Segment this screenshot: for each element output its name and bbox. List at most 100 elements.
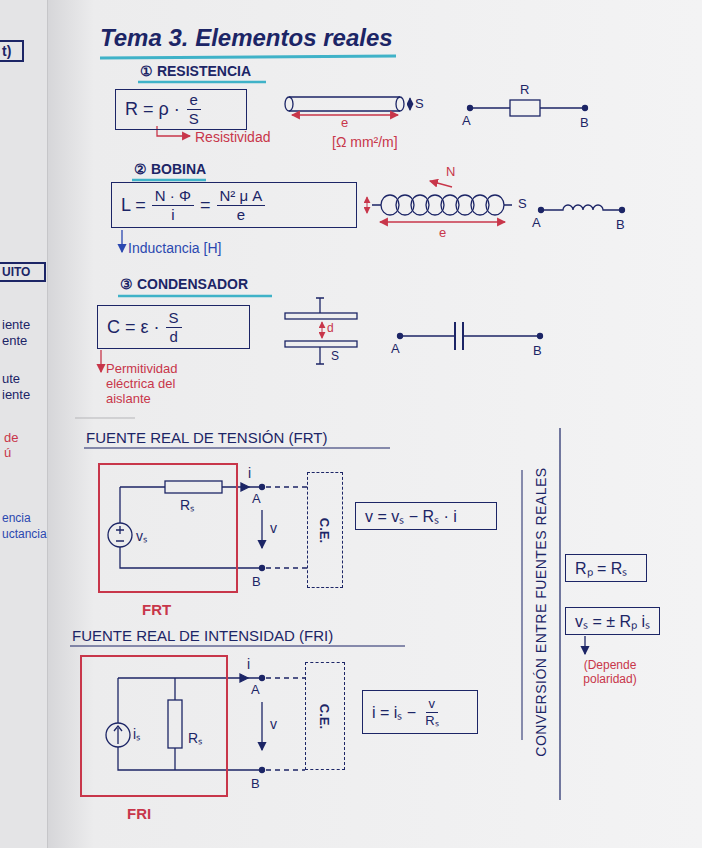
coil-drawing xyxy=(380,221,505,222)
coil-drawing xyxy=(367,181,512,222)
heading-underlines xyxy=(70,56,405,646)
margin-fragment: iente xyxy=(2,318,30,333)
resistor-symbol xyxy=(468,100,588,116)
voltage-source-circuit xyxy=(241,483,249,491)
section-heading: ② BOBINA xyxy=(134,161,206,177)
box-text: C.E. xyxy=(317,517,332,542)
resistor-symbol xyxy=(470,107,585,108)
current-source-circuit xyxy=(106,723,130,747)
margin-box: UITO xyxy=(0,262,46,282)
source-frame: FRI xyxy=(80,655,228,797)
inductor-symbol xyxy=(539,205,625,213)
numerator: N² μ A xyxy=(217,188,266,206)
conversion-bracket xyxy=(559,428,560,800)
conversion-bracket xyxy=(522,428,560,800)
formula-text: = xyxy=(200,195,211,216)
resistor-conductor xyxy=(285,97,293,111)
source-name: vₛ xyxy=(136,528,147,544)
resistor-conductor xyxy=(289,97,400,111)
capacitor-drawing xyxy=(316,298,324,364)
formula-box: v = vₛ − Rₛ · i xyxy=(355,502,497,530)
inductor-symbol xyxy=(541,205,622,210)
numerator: S xyxy=(166,310,182,328)
box-text: UITO xyxy=(2,265,30,279)
margin-fragment: encia xyxy=(2,512,31,526)
current-source-circuit xyxy=(260,676,265,681)
voltage-source-circuit xyxy=(165,481,222,493)
voltage-source-circuit xyxy=(260,485,265,490)
voltage-source-circuit xyxy=(260,566,265,571)
voltage-source-circuit xyxy=(108,481,307,571)
formula-text: R = ρ · xyxy=(125,99,180,120)
margin-fragment: de xyxy=(4,431,18,446)
heading-underlines xyxy=(75,418,135,419)
current-label: i xyxy=(247,656,250,672)
external-circuit-box: C.E. xyxy=(307,472,343,588)
fraction: N² μ Ae xyxy=(217,188,266,223)
formula-box: vₛ = ± Rₚ iₛ xyxy=(565,607,660,635)
dimension-label: e xyxy=(439,226,446,241)
terminal-label: B xyxy=(251,777,260,792)
margin-fragment: uctancia xyxy=(2,528,47,542)
paper-background xyxy=(47,0,48,848)
source-name: iₛ xyxy=(133,726,140,742)
coil-drawing xyxy=(430,181,452,187)
current-source-circuit xyxy=(240,674,248,682)
numerator: v xyxy=(426,697,439,713)
dimension-label: d xyxy=(327,322,334,336)
heading-underlines xyxy=(118,295,272,298)
denominator: e xyxy=(234,206,248,223)
margin-fragment: ute xyxy=(2,372,20,387)
resistor-conductor xyxy=(410,98,411,110)
formula-box: C = ε ·Sd xyxy=(97,305,250,349)
frame-heading: FRT xyxy=(142,601,171,618)
component-name: Rₛ xyxy=(188,730,202,746)
coil-drawing xyxy=(367,197,368,213)
formula-text: L = xyxy=(121,195,146,216)
page-title: Tema 3. Elementos reales xyxy=(100,24,393,52)
current-source-circuit xyxy=(118,747,262,770)
numerator: N · Φ xyxy=(152,188,194,206)
formula-box: R = ρ · eS xyxy=(115,89,247,130)
leader-lines xyxy=(100,350,101,372)
denominator: Rₛ xyxy=(422,713,441,728)
external-circuit-box: C.E. xyxy=(305,662,345,770)
margin-fragment: iente xyxy=(2,388,30,403)
conversion-bracket xyxy=(522,470,523,740)
component-name: Rₛ xyxy=(180,497,194,513)
capacitor-drawing xyxy=(285,298,357,364)
current-source-circuit xyxy=(168,700,182,748)
current-label: i xyxy=(248,465,251,481)
current-source-circuit xyxy=(114,726,122,744)
leader-lines xyxy=(121,230,122,252)
annotation: Resistividad xyxy=(195,129,270,145)
margin-fragment: ente xyxy=(2,334,27,349)
fraction: Sd xyxy=(166,310,182,345)
section-heading: ③ CONDENSADOR xyxy=(120,276,248,292)
leader-lines xyxy=(101,126,585,654)
resistor-symbol xyxy=(583,106,588,111)
section-heading: FUENTE REAL DE INTENSIDAD (FRI) xyxy=(72,627,333,644)
capacitor-symbol xyxy=(398,322,543,350)
leader-lines xyxy=(157,126,190,136)
fraction: N · Φi xyxy=(152,188,194,223)
resistor-symbol xyxy=(468,106,473,111)
formula-box: Rₚ = Rₛ xyxy=(565,554,647,582)
dimension-label: S xyxy=(518,197,527,212)
dimension-label: N xyxy=(446,165,455,180)
inductor-symbol xyxy=(539,208,544,213)
capacitor-symbol xyxy=(398,334,403,339)
voltage-label: v xyxy=(270,716,277,732)
dimension-label: S xyxy=(415,97,424,112)
annotation: Inductancia [H] xyxy=(128,240,221,256)
voltage-source-circuit xyxy=(266,487,307,568)
current-source-circuit xyxy=(260,768,265,773)
terminal-label: A xyxy=(462,114,471,129)
heading-underlines xyxy=(132,179,206,182)
capacitor-symbol xyxy=(400,335,540,336)
fraction: eS xyxy=(186,92,202,127)
